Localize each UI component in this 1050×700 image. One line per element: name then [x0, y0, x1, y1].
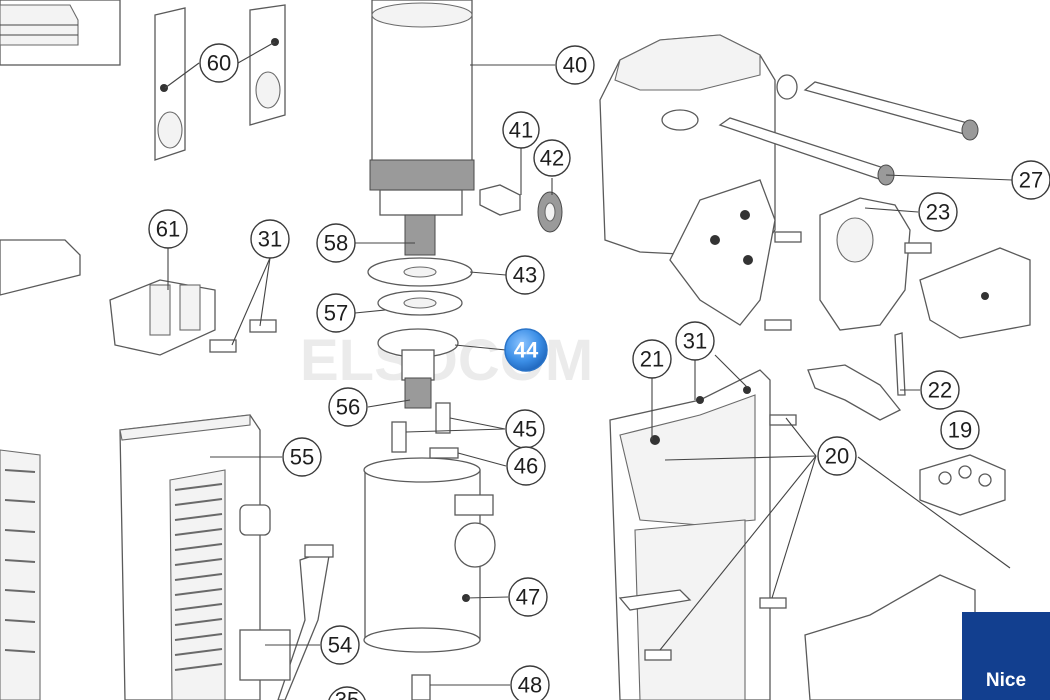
gasket-plate [154, 4, 286, 161]
svg-text:46: 46 [514, 454, 538, 479]
callout-35[interactable]: 35 [328, 686, 366, 700]
callout-61[interactable]: 61 [148, 209, 188, 249]
svg-text:19: 19 [948, 418, 972, 443]
svg-text:40: 40 [563, 53, 587, 78]
callout-44-selected[interactable]: 44 [504, 328, 548, 372]
bottom-stub [411, 674, 431, 700]
svg-text:43: 43 [513, 263, 537, 288]
callout-31-right[interactable]: 31 [675, 321, 715, 361]
callout-60[interactable]: 60 [199, 43, 239, 83]
callout-47[interactable]: 47 [508, 577, 548, 617]
svg-text:47: 47 [516, 585, 540, 610]
connector-block [109, 279, 216, 356]
small-screws [391, 402, 459, 459]
callout-58[interactable]: 58 [316, 223, 356, 263]
cover-23 [774, 197, 932, 331]
svg-text:41: 41 [509, 118, 533, 143]
callout-54[interactable]: 54 [320, 625, 360, 665]
svg-text:48: 48 [518, 673, 542, 698]
svg-text:54: 54 [328, 633, 352, 658]
callout-45[interactable]: 45 [505, 409, 545, 449]
svg-text:21: 21 [640, 347, 664, 372]
svg-text:61: 61 [156, 217, 180, 242]
svg-text:42: 42 [540, 146, 564, 171]
control-box [119, 414, 271, 700]
motor-assembly [369, 0, 475, 256]
gear-housing [599, 34, 776, 326]
brand-logo-text: Nice [985, 670, 1027, 691]
bottom-right-cover [804, 574, 976, 700]
right-bracket [919, 247, 1031, 339]
callout-22[interactable]: 22 [920, 370, 960, 410]
svg-text:55: 55 [290, 445, 314, 470]
svg-text:23: 23 [926, 200, 950, 225]
leader-lines [164, 41, 1013, 686]
top-left-rail [0, 0, 121, 66]
callout-43[interactable]: 43 [505, 255, 545, 295]
svg-text:56: 56 [336, 395, 360, 420]
callout-57[interactable]: 57 [316, 293, 356, 333]
brand-logo: Nice [962, 612, 1050, 700]
callout-41[interactable]: 41 [502, 111, 540, 149]
svg-text:57: 57 [324, 301, 348, 326]
terminal-block [919, 454, 1006, 516]
svg-text:58: 58 [324, 231, 348, 256]
svg-text:20: 20 [825, 444, 849, 469]
callout-21[interactable]: 21 [632, 339, 672, 379]
svg-text:44: 44 [514, 338, 539, 363]
left-panel-edge [0, 239, 81, 700]
callout-27[interactable]: 27 [1011, 160, 1050, 200]
callout-31-left[interactable]: 31 [250, 219, 290, 259]
cable-22 [807, 332, 906, 421]
screws-20 [644, 319, 797, 661]
callout-46[interactable]: 46 [506, 446, 546, 486]
svg-text:60: 60 [207, 51, 231, 76]
callout-56[interactable]: 56 [328, 387, 368, 427]
svg-text:31: 31 [683, 329, 707, 354]
svg-text:35: 35 [335, 688, 359, 700]
svg-text:22: 22 [928, 378, 952, 403]
callout-40[interactable]: 40 [555, 45, 595, 85]
main-frame [609, 369, 771, 700]
svg-text:27: 27 [1019, 168, 1043, 193]
cylinder-housing [363, 457, 496, 653]
callout-23[interactable]: 23 [918, 192, 958, 232]
svg-text:31: 31 [258, 227, 282, 252]
callout-42[interactable]: 42 [533, 139, 571, 177]
bracket-54 [239, 544, 334, 700]
bearing-parts [479, 184, 563, 233]
disc-stack [367, 257, 473, 409]
callout-20[interactable]: 20 [817, 436, 857, 476]
callout-55[interactable]: 55 [282, 437, 322, 477]
screws-left [209, 319, 277, 353]
svg-text:45: 45 [513, 417, 537, 442]
callout-48[interactable]: 48 [510, 665, 550, 700]
long-bolts [718, 74, 979, 186]
callout-19[interactable]: 19 [940, 410, 980, 450]
